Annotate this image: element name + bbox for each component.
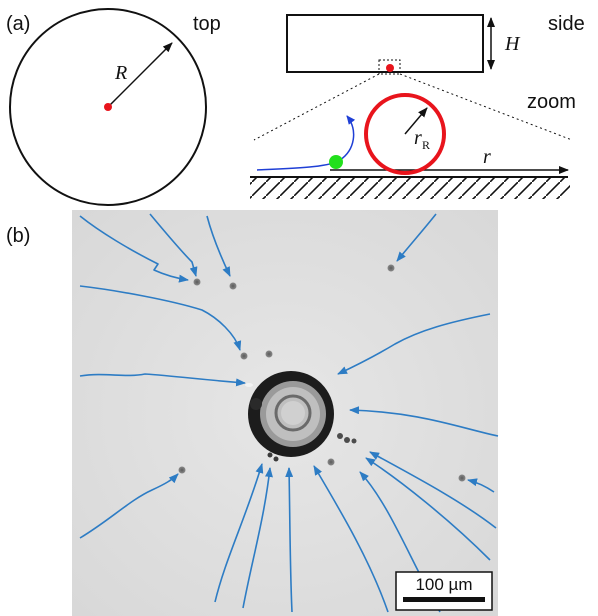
zoom-guide-right bbox=[399, 73, 573, 141]
trajectory-line bbox=[214, 463, 264, 603]
scale-bar: 100 µm bbox=[395, 571, 493, 611]
trajectory-line bbox=[206, 215, 231, 277]
radius-symbol: R bbox=[114, 62, 127, 84]
ring-radius-subscript: R bbox=[422, 138, 430, 152]
scale-bar-line bbox=[403, 597, 485, 602]
trajectory-line bbox=[467, 478, 495, 493]
deposit-ring bbox=[364, 93, 446, 175]
particle bbox=[329, 155, 343, 169]
source-dot-top bbox=[104, 103, 112, 111]
panel-a: (a) R top H side zoom r bbox=[6, 8, 585, 206]
trajectory-line bbox=[396, 213, 437, 262]
trajectory-line bbox=[79, 373, 246, 387]
height-symbol: H bbox=[504, 33, 521, 55]
trajectory-line bbox=[365, 457, 491, 561]
side-caption: side bbox=[548, 13, 585, 35]
r-axis-symbol: r bbox=[483, 146, 491, 168]
zoom-guide-left bbox=[253, 73, 380, 141]
trajectory-line bbox=[285, 467, 294, 613]
trajectory-line bbox=[79, 473, 179, 539]
zoom-view: zoom r r R bbox=[250, 73, 576, 199]
side-view-box bbox=[286, 14, 484, 73]
zoom-region-box bbox=[378, 59, 401, 75]
top-view-circle bbox=[9, 8, 207, 206]
ring-radius-arrow bbox=[404, 107, 428, 135]
trajectory-line bbox=[337, 313, 491, 375]
ring-radius-symbol: r bbox=[414, 127, 422, 149]
panel-b: (b) bbox=[6, 210, 499, 616]
trajectory-line bbox=[369, 451, 497, 529]
particle-dot bbox=[229, 282, 237, 290]
particle-dots bbox=[178, 264, 466, 482]
trajectory-line bbox=[349, 406, 499, 437]
side-view: H side bbox=[286, 13, 585, 75]
particle-dot bbox=[458, 474, 466, 482]
trajectory-line bbox=[79, 285, 242, 351]
particle-dot bbox=[265, 350, 273, 358]
trajectory-line bbox=[313, 465, 389, 613]
particle-dot bbox=[193, 278, 201, 286]
deposit-ring-image bbox=[245, 371, 357, 462]
trajectory-line bbox=[79, 215, 189, 283]
scale-bar-label: 100 µm bbox=[415, 575, 472, 594]
top-caption: top bbox=[193, 13, 221, 35]
particle-dot bbox=[178, 466, 186, 474]
particle-dot bbox=[327, 458, 335, 466]
panel-a-label: (a) bbox=[6, 13, 30, 35]
trajectory-line bbox=[149, 213, 198, 277]
wall-hatching bbox=[250, 177, 570, 199]
trajectory-line bbox=[242, 467, 273, 609]
particle-dot bbox=[240, 352, 248, 360]
trajectories bbox=[79, 213, 499, 613]
particle-dot bbox=[387, 264, 395, 272]
scale-bar-box bbox=[395, 571, 493, 611]
panel-b-label: (b) bbox=[6, 225, 30, 247]
radius-arrow bbox=[107, 42, 173, 108]
top-view: R top bbox=[9, 8, 221, 206]
source-dot-side bbox=[386, 64, 394, 72]
zoom-caption: zoom bbox=[527, 91, 576, 113]
